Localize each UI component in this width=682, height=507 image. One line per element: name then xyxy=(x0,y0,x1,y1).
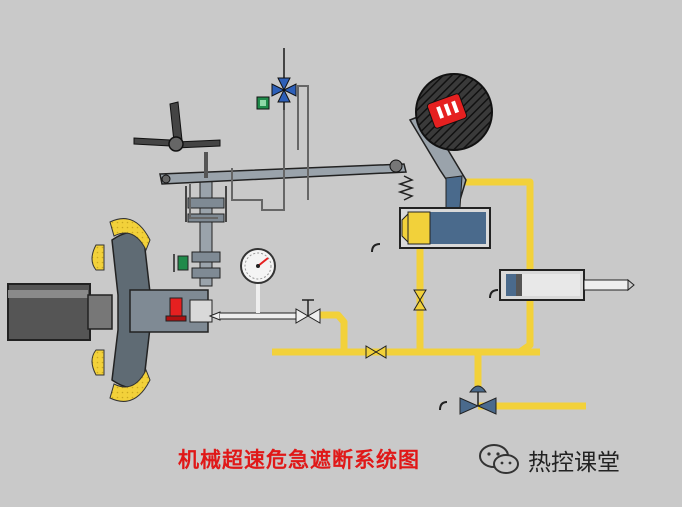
turbine-rotor xyxy=(7,283,113,341)
emergency-trip-bolt xyxy=(165,297,187,322)
relay-cylinder xyxy=(399,207,491,249)
test-oil-line xyxy=(208,282,300,321)
linkage-frame xyxy=(189,85,309,219)
speed-impeller xyxy=(133,101,221,152)
speed-setting-valve xyxy=(271,48,297,110)
position-indicator xyxy=(256,96,270,110)
drain-valve xyxy=(459,385,497,415)
diagram-caption: 机械超速危急遮断系统图 xyxy=(178,448,420,472)
riser-valve xyxy=(413,289,427,311)
watermark-text: 热控课堂 xyxy=(528,450,620,476)
test-valve xyxy=(295,299,321,324)
reset-spring xyxy=(397,175,415,201)
zoom-detail-circle xyxy=(415,73,493,151)
coupling-hub xyxy=(91,218,213,402)
governor-assembly xyxy=(185,179,227,287)
servo-actuator xyxy=(499,269,635,301)
pressure-gauge xyxy=(240,248,276,284)
wechat-icon xyxy=(479,444,519,474)
header-check-valve xyxy=(365,345,387,359)
watermark: 热控课堂 xyxy=(478,440,620,480)
drain-lines xyxy=(371,243,499,411)
governor-spring xyxy=(173,254,189,272)
